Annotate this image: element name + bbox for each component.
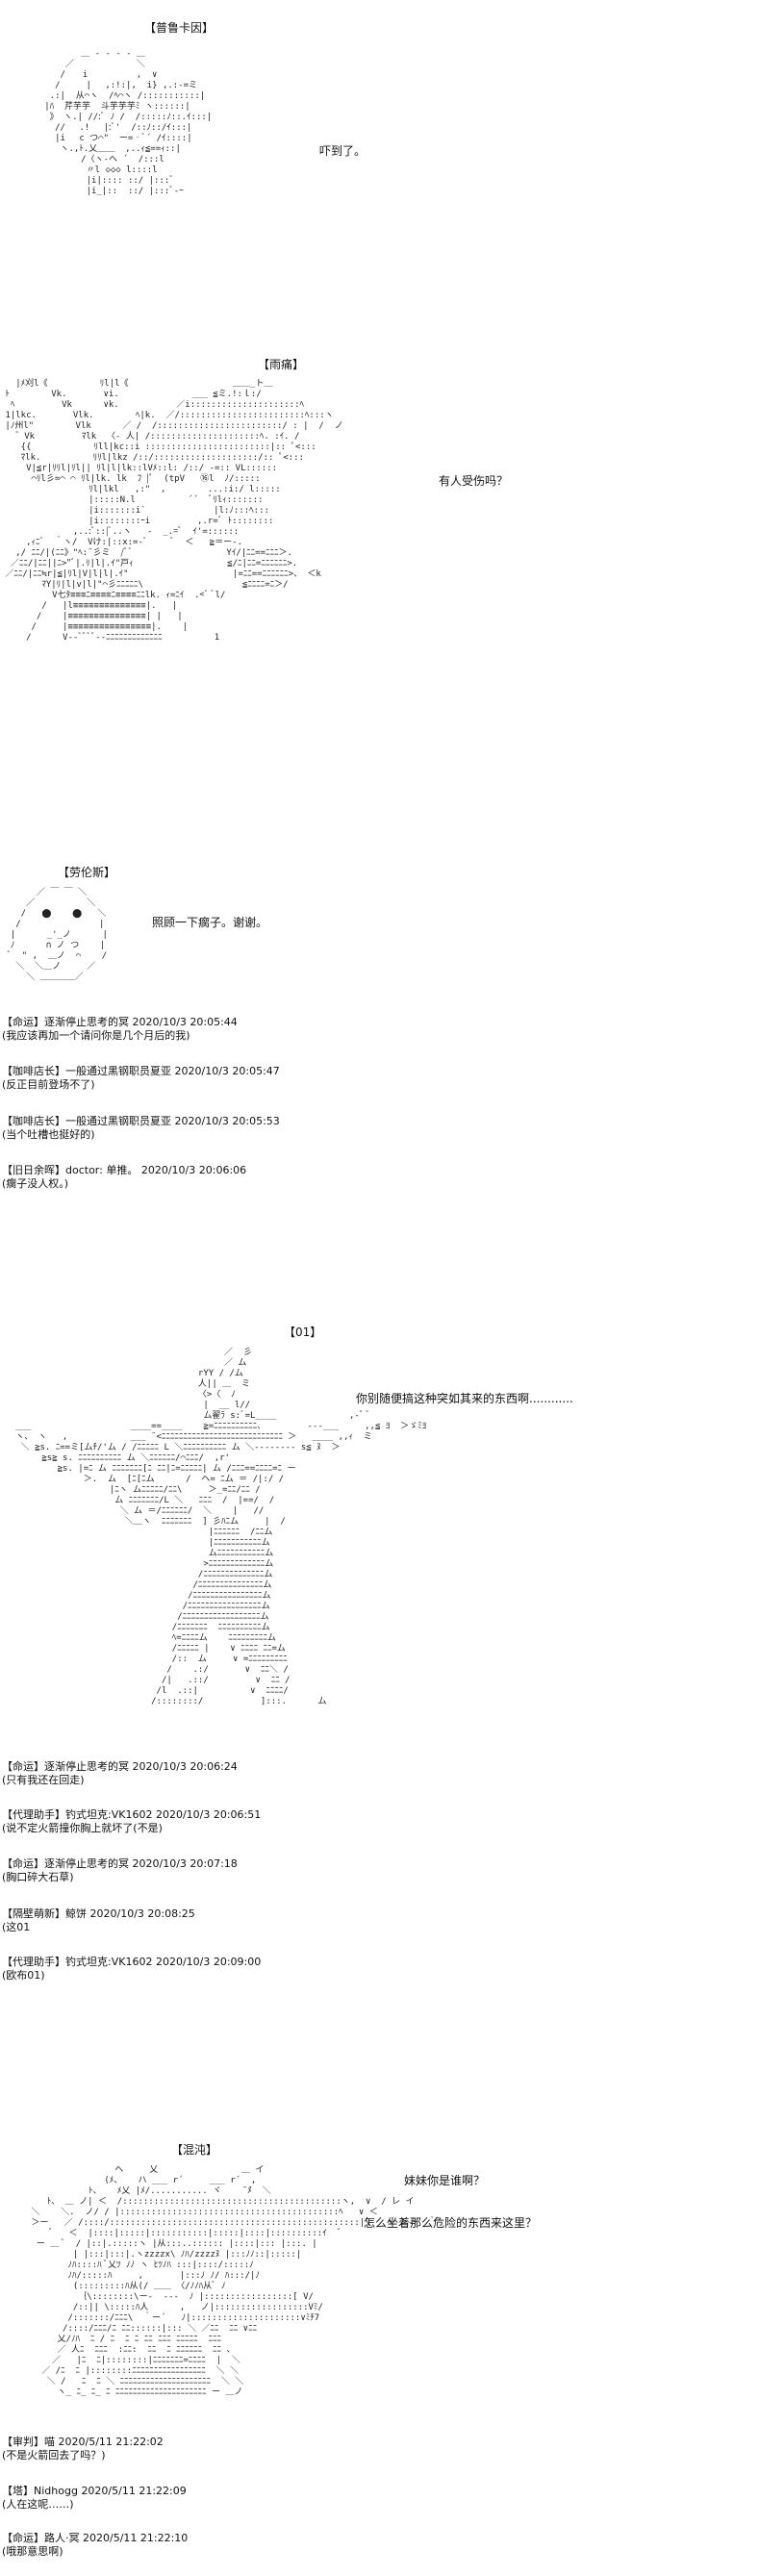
comment-author: 【咖啡店长】一般通过黑钢职员夏亚 2020/10/3 20:05:53 — [2, 1115, 280, 1127]
comment-author: 【隔壁萌新】鲸饼 2020/10/3 20:08:25 — [2, 1907, 195, 1920]
dialogue-chaos-1: 妹妹你是谁啊？ — [404, 2174, 486, 2187]
comment-body: (哦那意思啊) — [2, 2545, 63, 2558]
scene-label-chaos: 【混沌】 — [171, 2143, 218, 2157]
comment-body: (人在这呢……) — [2, 2498, 74, 2511]
comment-author: 【命运】逐渐停止思考的冥 2020/10/3 20:07:18 — [2, 1857, 238, 1870]
comment-body: (瘸子没人权。) — [2, 1177, 69, 1190]
comment: 【命运】逐渐停止思考的冥 2020/10/3 20:06:24 (只有我还在回走… — [2, 1760, 238, 1787]
ascii-art-01: ／ 彡 ／ ム rYY / /ム 人|| ＿ ミ 〈>〈 ﾉ — [15, 1348, 427, 1706]
comment: 【咖啡店长】一般通过黑钢职员夏亚 2020/10/3 20:05:53 (当个吐… — [2, 1115, 280, 1142]
comment-body: (不是火箭回去了吗？) — [2, 2449, 106, 2462]
scene-label-lawrence: 【劳伦斯】 — [58, 866, 116, 879]
scene-label-procaine: 【普鲁卡因】 — [144, 21, 215, 35]
comment-author: 【塔】Nidhogg 2020/5/11 21:22:09 — [2, 2485, 187, 2497]
comment: 【代理助手】钓式坦克:VK1602 2020/10/3 20:06:51 (说不… — [2, 1808, 261, 1835]
dialogue-lawrence: 照顾一下瘸子。谢谢。 — [152, 916, 268, 929]
comment: 【旧日余晖】doctor: 单推。 2020/10/3 20:06:06 (瘸子… — [2, 1164, 246, 1191]
comment-body: (欧布01) — [2, 1969, 45, 1982]
comment-author: 【咖啡店长】一般通过黑钢职员夏亚 2020/10/3 20:05:47 — [2, 1065, 280, 1077]
comment-author: 【命运】逐渐停止思考的冥 2020/10/3 20:06:24 — [2, 1760, 238, 1773]
scene-label-01: 【01】 — [284, 1326, 322, 1339]
comment: 【审判】喵 2020/5/11 21:22:02 (不是火箭回去了吗？) — [2, 2436, 164, 2462]
comment-author: 【代理助手】钓式坦克:VK1602 2020/10/3 20:06:51 — [2, 1808, 262, 1821]
ascii-art-rain: |ﾒ刈l《 ﾘl|l《 ＿＿_ト＿ ﾄ Vk. ∨i. ___ ≦ミ.!:ｌ:/… — [5, 379, 343, 643]
scene-label-rain: 【雨痛】 — [258, 358, 305, 371]
dialogue-01: 你别随便搞这种突如其来的东西啊............ — [356, 1392, 573, 1405]
comment: 【命运】逐渐停止思考的冥 2020/10/3 20:05:44 (我应该再加一个… — [2, 1016, 238, 1043]
comment: 【命运】逐渐停止思考的冥 2020/10/3 20:07:18 (胸口碎大石草) — [2, 1857, 238, 1884]
ascii-art-procaine: ＿ - ‐ ‐ - ＿ ／ ＼ / i , ∨ / | ,:!:|, i} ,.… — [44, 49, 213, 196]
ascii-art-chaos: ヘ 乂 ＿ イ (ﾒ、 ハ ___ r´ ___ r´ , ﾄ、 ﾒ乂 |ﾒ/.… — [31, 2165, 438, 2397]
comment-author: 【审判】喵 2020/5/11 21:22:02 — [2, 2436, 164, 2448]
comment: 【隔壁萌新】鲸饼 2020/10/3 20:08:25 (这01 — [2, 1907, 195, 1934]
comment: 【命运】路人·冥 2020/5/11 21:22:10 (哦那意思啊) — [2, 2532, 188, 2559]
comment-author: 【命运】路人·冥 2020/5/11 21:22:10 — [2, 2532, 189, 2544]
comment-author: 【旧日余晖】doctor: 单推。 2020/10/3 20:06:06 — [2, 1164, 247, 1176]
ascii-art-lawrence: ／ ￣ ￣ ＼ ／ ＼ / ⬤ ⬤ ＼ / | | _'_ノ | ﾉ ∩ ノ つ… — [5, 888, 108, 982]
comment: 【塔】Nidhogg 2020/5/11 21:22:09 (人在这呢……) — [2, 2485, 187, 2512]
dialogue-procaine: 吓到了。 — [319, 144, 367, 158]
dialogue-rain: 有人受伤吗？ — [439, 474, 509, 488]
comment-body: (只有我还在回走) — [2, 1774, 85, 1786]
comment-body: (我应该再加一个请问你是几个月后的我) — [2, 1029, 190, 1042]
comment-author: 【命运】逐渐停止思考的冥 2020/10/3 20:05:44 — [2, 1016, 238, 1028]
comment-body: (说不定火箭撞你胸上就坏了(不是) — [2, 1822, 163, 1834]
comment-body: (当个吐槽也挺好的) — [2, 1128, 95, 1141]
comment-body: (胸口碎大石草) — [2, 1871, 74, 1883]
comment-body: (反正目前登场不了) — [2, 1078, 95, 1091]
comment: 【代理助手】钓式坦克:VK1602 2020/10/3 20:09:00 (欧布… — [2, 1956, 261, 1983]
comment: 【咖啡店长】一般通过黑钢职员夏亚 2020/10/3 20:05:47 (反正目… — [2, 1065, 280, 1092]
dialogue-chaos-2: 怎么坐着那么危险的东西来这里？ — [364, 2216, 538, 2230]
comment-author: 【代理助手】钓式坦克:VK1602 2020/10/3 20:09:00 — [2, 1956, 262, 1968]
comment-body: (这01 — [2, 1921, 31, 1933]
